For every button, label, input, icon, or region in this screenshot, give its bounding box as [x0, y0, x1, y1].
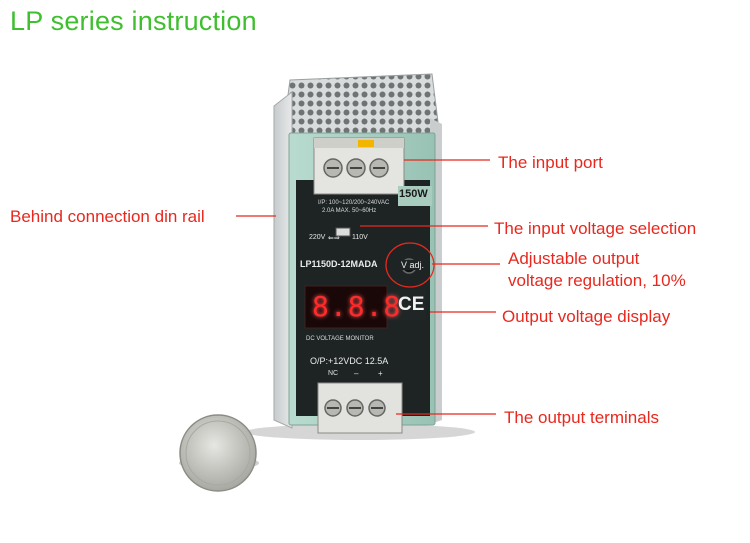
- vadj-highlight-circle: [385, 242, 435, 288]
- callout-lines: [236, 159, 500, 415]
- switch-left-label: 220V: [309, 234, 326, 241]
- output-terminal-block: [317, 382, 403, 434]
- vadj-label: V adj.: [401, 260, 425, 270]
- callout-voltage-display: Output voltage display: [502, 307, 671, 326]
- switch-arrows: ⇐⇒: [328, 235, 340, 242]
- terminal-plus-label: +: [378, 369, 383, 378]
- terminal-minus-label: –: [354, 369, 359, 378]
- callout-input-port: The input port: [498, 153, 603, 172]
- callout-din-rail: Behind connection din rail: [10, 207, 205, 226]
- ce-mark: CE: [398, 294, 425, 315]
- coin: [179, 414, 257, 492]
- input-terminal-block: [313, 137, 405, 195]
- output-spec-label: O/P:+12VDC 12.5A: [310, 356, 389, 366]
- callout-adjustable-line2: voltage regulation, 10%: [508, 271, 686, 290]
- page-title: LP series instruction: [10, 6, 257, 36]
- input-spec-line1: I/P: 100~120/200~240VAC: [318, 200, 390, 206]
- wattage-label: 150W: [399, 188, 428, 200]
- terminal-nc-label: NC: [328, 370, 339, 377]
- callout-adjustable-line1: Adjustable output: [508, 249, 640, 268]
- perforated-top-cover: [281, 73, 441, 141]
- voltage-selector-switch[interactable]: [335, 227, 351, 237]
- led-display: [304, 285, 388, 329]
- terminal-jumper: [358, 140, 374, 147]
- switch-right-label: 110V: [352, 234, 368, 241]
- ce-plate: [396, 290, 426, 320]
- input-spec-line2: 2.0A MAX. 50~60Hz: [322, 208, 377, 214]
- wattage-plate: [398, 186, 432, 206]
- callout-voltage-selection: The input voltage selection: [494, 219, 697, 238]
- side-cover: [273, 90, 293, 429]
- led-digits: 8.8.8: [312, 290, 402, 323]
- monitor-label: DC VOLTAGE MONITOR: [306, 336, 374, 342]
- callout-output-terminals: The output terminals: [504, 408, 659, 427]
- model-label: LP1150D-12MADA: [300, 259, 378, 269]
- coin-rim: [185, 420, 251, 486]
